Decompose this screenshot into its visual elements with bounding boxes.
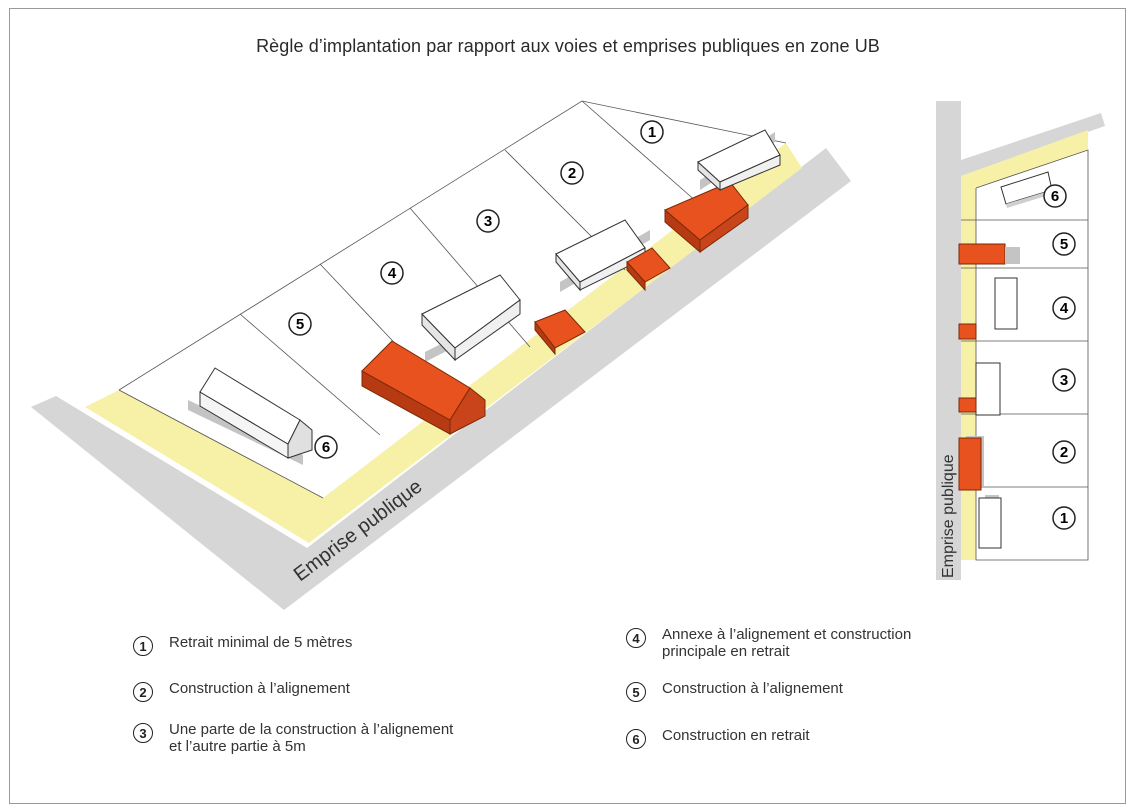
plan-setback-strip [961,130,1088,560]
legend-number-3: 3 [133,723,153,743]
plan-lot-marker-4: 4 [1052,296,1076,320]
plan-house-lot6 [1000,171,1053,208]
figure-title: Règle d’implantation par rapport aux voi… [256,36,880,56]
legend-text-1: Retrait minimal de 5 mètres [169,634,353,651]
plan-house-lot5-red [958,243,1020,265]
legend-text-3: Une parte de la construction à l’alignem… [169,721,454,755]
plan-lot-marker-5: 5 [1052,232,1076,256]
main-lots [118,100,787,499]
legend-item-4: 4 Annexe à l’alignement et construction … [626,626,911,660]
figure-frame [9,8,1126,804]
legend-text-4: Annexe à l’alignement et construction pr… [662,626,912,660]
svg-text:3: 3 [484,213,492,230]
main-lot-markers: 1 2 3 4 5 6 [288,120,664,459]
legend-item-2: 2 Construction à l’alignement [133,680,350,702]
legend-text-5: Construction à l’alignement [662,680,843,697]
legend-number-5: 5 [626,682,646,702]
main-house-lot3-white [555,219,646,292]
main-house-lot4-red [361,340,486,435]
main-lot-marker-5: 5 [288,312,312,336]
plan-house-lot4 [994,277,1018,330]
plan-house-lot4-annex [958,323,977,340]
plan-lot-marker-1: 1 [1052,506,1076,530]
plan-house-lot3 [975,362,1001,416]
legend-text-2: Construction à l’alignement [169,680,350,697]
plan-lot-marker-3: 3 [1052,368,1076,392]
plan-road [936,101,961,580]
svg-text:1: 1 [648,124,656,141]
plan-lot-marker-6: 6 [1043,184,1067,208]
legend-number-2: 2 [133,682,153,702]
plan-lot-markers: 6 5 4 3 2 1 [1043,184,1076,530]
svg-text:5: 5 [296,316,304,333]
main-house-lot3-annex [534,309,586,356]
main-lot-marker-3: 3 [476,209,500,233]
main-house-lot4-white [421,274,521,362]
svg-text:6: 6 [1051,188,1059,205]
main-lot-marker-2: 2 [560,161,584,185]
legend-text-6: Construction en retrait [662,727,810,744]
main-house-lot1-white [697,129,781,192]
plan-house-lot1 [978,495,1002,549]
main-house-lot2-annex [626,247,671,292]
svg-text:1: 1 [1060,510,1068,527]
svg-text:6: 6 [322,439,330,456]
main-road [31,148,851,610]
main-house-lot6 [199,367,313,459]
main-lot-marker-4: 4 [380,261,404,285]
legend-item-5: 5 Construction à l’alignement [626,680,843,702]
legend-item-3: 3 Une parte de la construction à l’align… [133,721,453,755]
legend-number-6: 6 [626,729,646,749]
svg-text:3: 3 [1060,372,1068,389]
svg-text:2: 2 [1060,444,1068,461]
main-house-lot2-red [664,181,749,254]
plan-road-label: Emprise publique [940,454,957,578]
svg-text:4: 4 [1060,300,1069,317]
plan-road-branch [961,113,1105,176]
plan-lot-marker-2: 2 [1052,440,1076,464]
plan-house-lot3-annex [958,397,977,413]
legend-number-4: 4 [626,628,646,648]
svg-text:2: 2 [568,165,576,182]
svg-text:4: 4 [388,265,397,282]
main-lot-marker-1: 1 [640,120,664,144]
svg-text:5: 5 [1060,236,1068,253]
legend-item-6: 6 Construction en retrait [626,727,810,749]
legend-item-1: 1 Retrait minimal de 5 mètres [133,634,352,656]
main-lot-marker-6: 6 [314,435,338,459]
plan-house-lot2-red [958,436,984,491]
legend-number-1: 1 [133,636,153,656]
